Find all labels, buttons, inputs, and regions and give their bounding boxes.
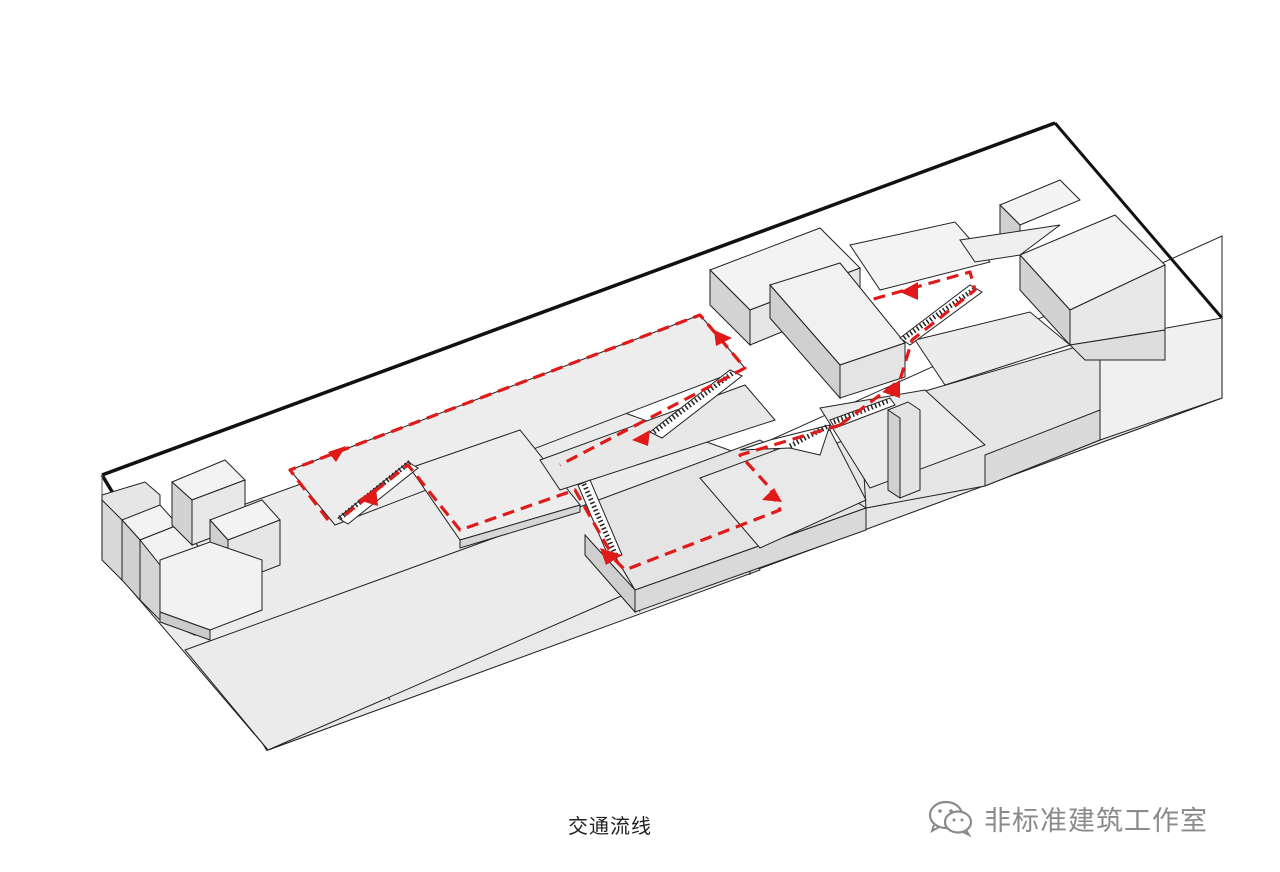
watermark-text: 非标准建筑工作室	[984, 805, 1208, 837]
watermark: 非标准建筑工作室	[926, 798, 1208, 838]
right-building-blocks	[709, 179, 1166, 400]
arrow-head	[882, 380, 900, 398]
wechat-icon	[928, 800, 973, 837]
arrow-head	[600, 548, 622, 565]
arrow-head	[762, 488, 782, 502]
arrow-head	[328, 446, 346, 462]
arrow-head	[714, 330, 732, 346]
diagram-caption: 交通流线	[568, 814, 652, 838]
direction-arrows	[328, 282, 918, 565]
left-building-blocks	[101, 459, 281, 641]
arrow-head	[358, 488, 378, 506]
circulation-loop-back	[288, 313, 747, 521]
circulation-left-link	[344, 463, 617, 561]
arrow-head	[632, 430, 650, 446]
arrow-head	[900, 282, 918, 300]
